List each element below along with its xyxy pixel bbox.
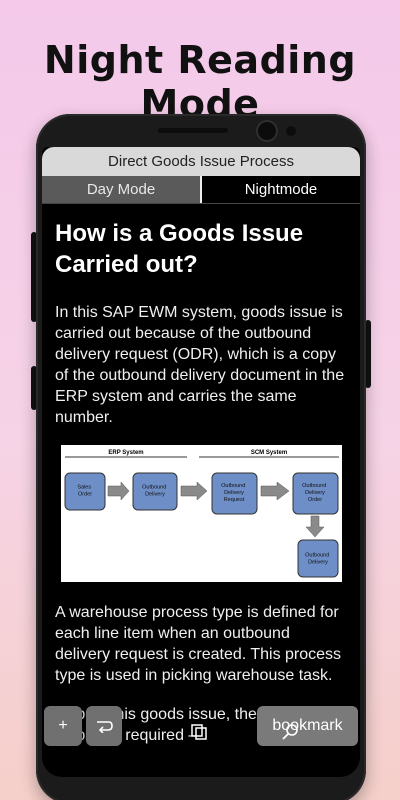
search-icon[interactable] [281,723,299,746]
bookmark-button[interactable]: bookmark [257,706,358,746]
tab-day-mode[interactable]: Day Mode [42,176,202,203]
bookmark-label: bookmark [272,717,343,734]
phone-speaker [158,128,228,133]
box-sales-order [64,472,106,511]
box-label-line: Request [224,497,245,503]
mode-tabs: Day Mode Nightmode [42,176,360,204]
arrow-1 [107,481,130,501]
section-scm: SCM System [251,450,287,456]
promo-title: Night Reading Mode [43,38,357,126]
front-camera [258,122,276,140]
tab-nightmode[interactable]: Nightmode [202,176,360,203]
volume-down-button [31,366,37,410]
process-diagram-svg: ERP System SCM System Sales Order O [64,450,339,578]
article-heading: How is a Goods Issue Carried out? [55,220,304,278]
arrow-4 [305,515,325,538]
article-content: How is a Goods Issue Carried out? In thi… [42,204,360,746]
app-title-bar: Direct Goods Issue Process [42,147,360,176]
arrow-3 [260,481,290,501]
box-label-sales-order-text: Sales [77,485,91,491]
box-outbound-delivery-erp [132,472,178,511]
box-label-sales-order: Sales Order [77,485,92,498]
box-label-outbound-delivery-request-text: Outbound [221,483,245,489]
zoom-in-label: + [58,717,68,734]
box-label-outbound-delivery-order-text: Outbound [302,483,326,489]
app-title: Direct Goods Issue Process [108,153,294,170]
search-icon-svg [282,724,298,740]
copy-icon-svg [191,724,207,740]
box-label-line: Order [78,492,92,498]
volume-up-button [31,232,37,322]
power-button [365,320,371,388]
box-label-line: Delivery [305,490,325,496]
box-label-line: Delivery [145,492,165,498]
process-diagram: ERP System SCM System Sales Order O [61,445,342,582]
arrow-2 [180,481,208,501]
box-outbound-delivery-scm [297,539,339,578]
box-label-line: Delivery [224,490,244,496]
article-paragraph-1: In this SAP EWM system, goods issue is c… [55,304,345,426]
text-wrap-button[interactable] [86,706,122,746]
zoom-in-button[interactable]: + [44,706,82,746]
article-paragraph-2: A warehouse process type is defined for … [55,604,342,684]
text-wrap-icon [97,721,113,733]
box-label-outbound-delivery-scm: Outbound Delivery [305,553,331,566]
tab-nightmode-label: Nightmode [244,181,318,198]
sensor [286,126,296,136]
box-outbound-delivery-order [292,472,339,515]
tab-day-mode-label: Day Mode [86,181,156,198]
box-label-outbound-delivery-scm-text: Outbound [305,553,329,559]
box-label-line: Delivery [308,560,328,566]
box-label-line: Order [308,497,322,503]
box-label-outbound-delivery-erp-text: Outbound [142,485,166,491]
section-erp: ERP System [108,450,143,456]
box-label-outbound-delivery-erp: Outbound Delivery [142,485,168,498]
app-screen: Direct Goods Issue Process Day Mode Nigh… [42,147,360,777]
copy-icon[interactable] [191,724,207,745]
box-outbound-delivery-request [211,472,258,515]
